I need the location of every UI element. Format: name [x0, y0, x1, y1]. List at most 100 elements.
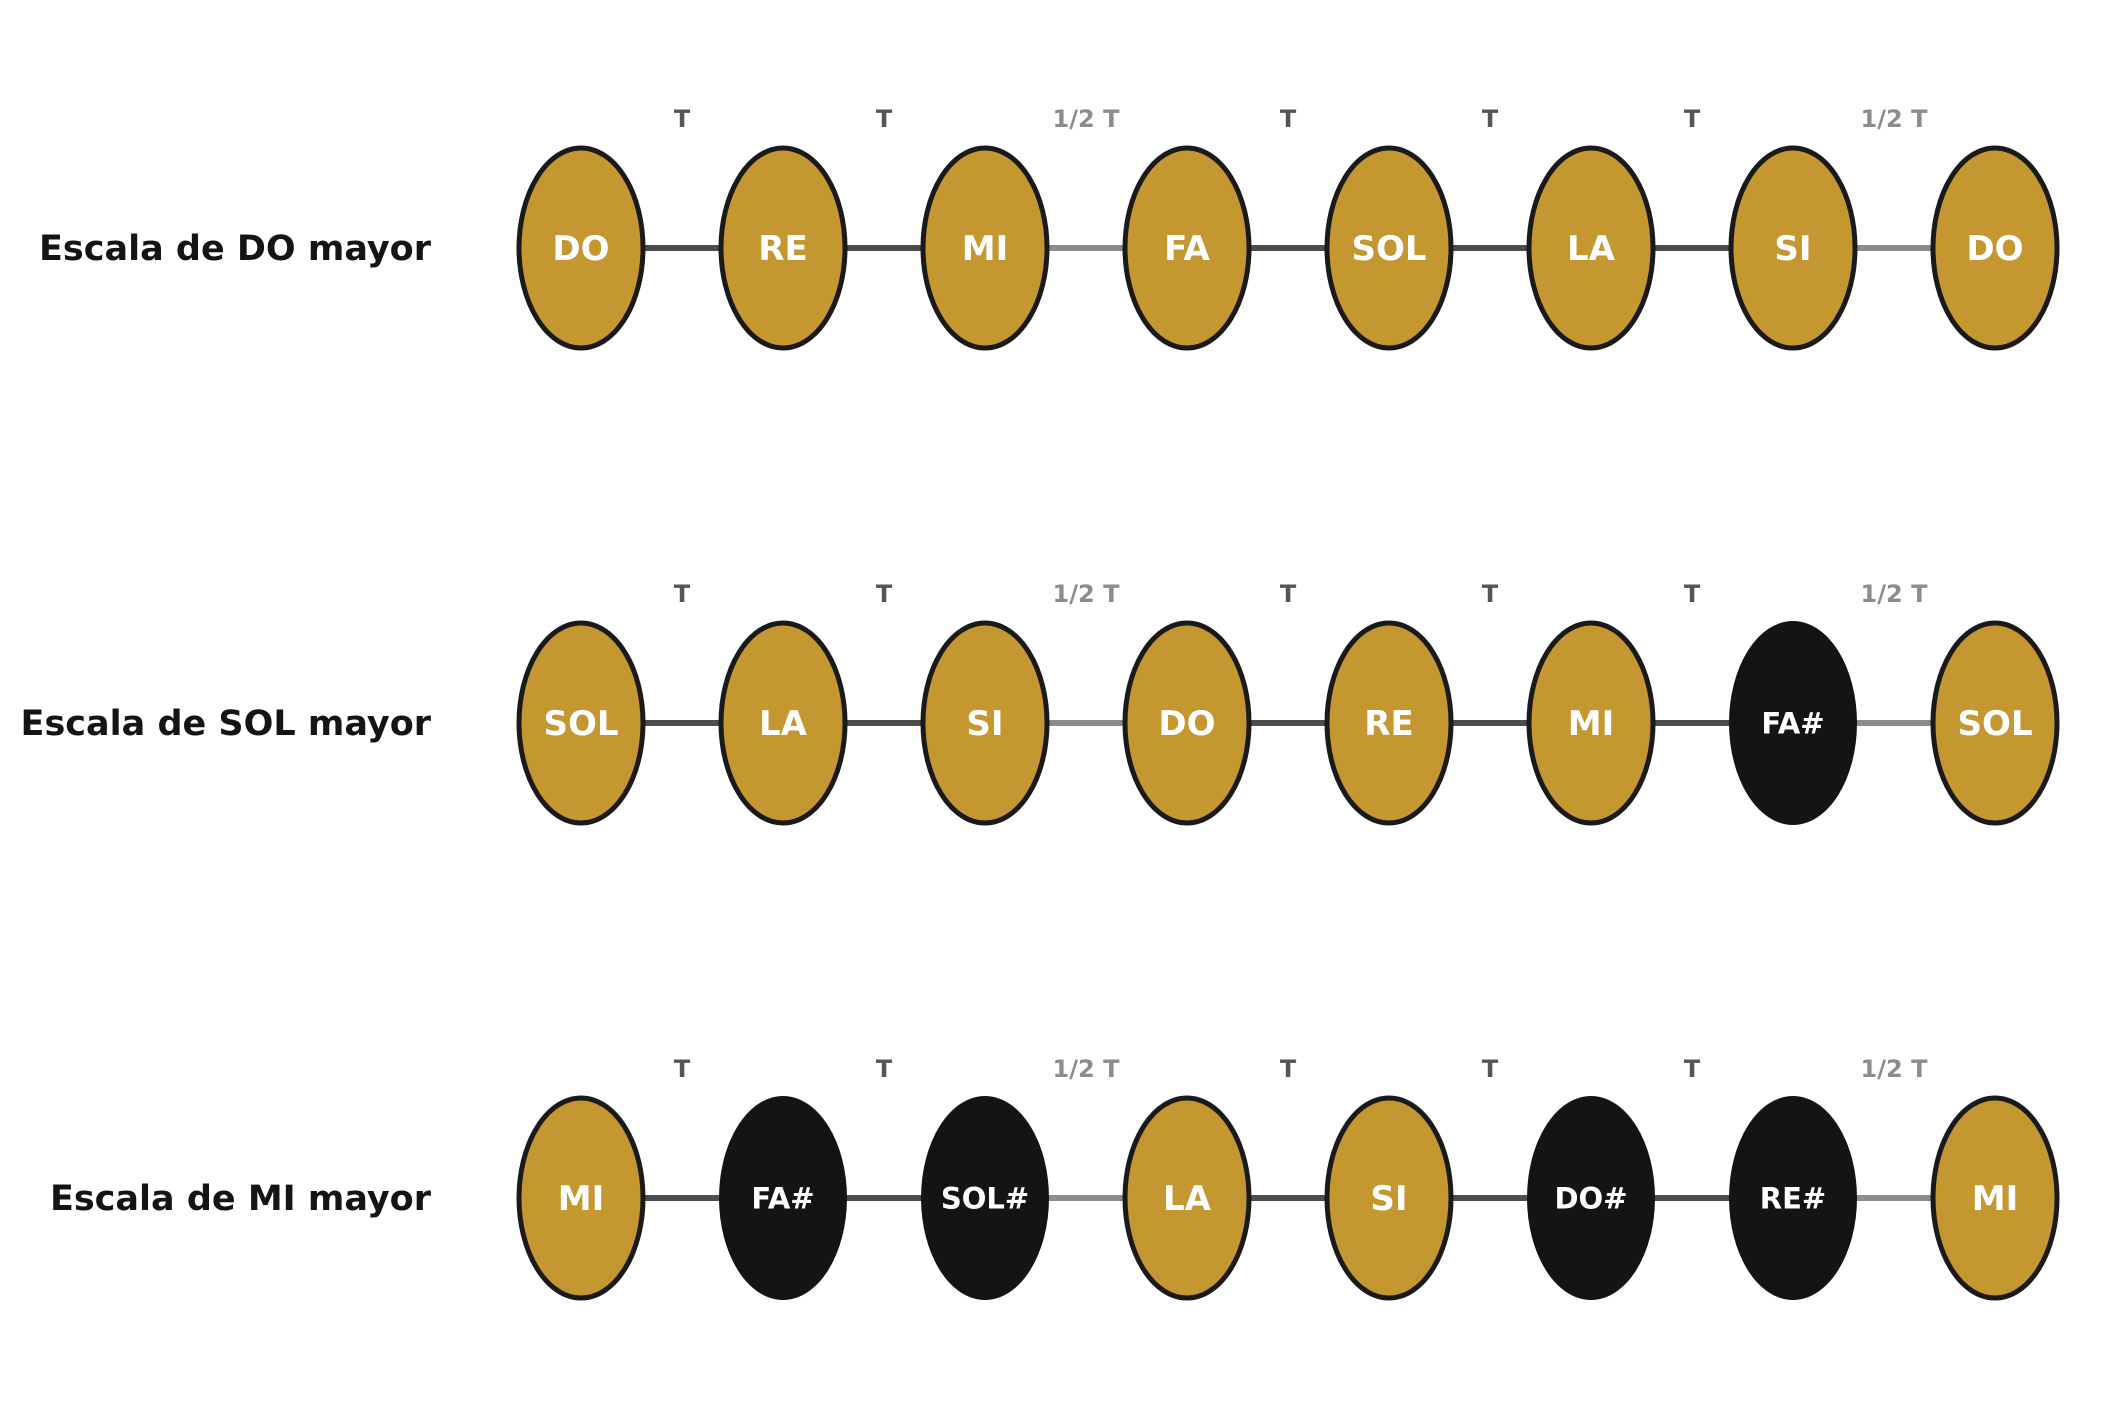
natural-note-ellipse: [1324, 1095, 1454, 1301]
natural-note-ellipse: [1526, 145, 1656, 351]
interval-label: T: [1684, 580, 1701, 608]
note-node: DO: [1122, 620, 1252, 826]
note-node: LA: [718, 620, 848, 826]
interval-label: T: [1482, 580, 1499, 608]
note-node: SI: [1324, 1095, 1454, 1301]
scale-title: Escala de DO mayor: [39, 229, 432, 269]
note-label: SOL: [1957, 704, 2032, 744]
natural-note-ellipse: [516, 1095, 646, 1301]
note-label: DO: [1158, 704, 1215, 744]
note-node: RE: [718, 145, 848, 351]
note-label: LA: [1163, 1179, 1212, 1219]
note-label: LA: [759, 704, 808, 744]
note-node: SI: [1728, 145, 1858, 351]
natural-note-ellipse: [718, 145, 848, 351]
note-node: FA#: [719, 1096, 847, 1300]
note-label: SI: [1370, 1179, 1407, 1219]
note-label: SOL: [543, 704, 618, 744]
interval-label: 1/2 T: [1861, 105, 1929, 133]
natural-note-ellipse: [718, 620, 848, 826]
interval-label: T: [1280, 580, 1297, 608]
natural-note-ellipse: [1728, 145, 1858, 351]
natural-note-ellipse: [1930, 145, 2060, 351]
natural-note-ellipse: [1324, 620, 1454, 826]
scale-title: Escala de SOL mayor: [21, 704, 432, 744]
note-node: RE#: [1729, 1096, 1857, 1300]
natural-note-ellipse: [1930, 1095, 2060, 1301]
accidental-note-ellipse: [1729, 621, 1857, 825]
note-label: SOL#: [941, 1181, 1029, 1215]
note-label: SI: [1774, 229, 1811, 269]
note-label: FA: [1164, 229, 1210, 269]
interval-label: T: [1280, 105, 1297, 133]
note-node: SOL#: [921, 1096, 1049, 1300]
note-node: MI: [920, 145, 1050, 351]
accidental-note-ellipse: [1527, 1096, 1655, 1300]
interval-label: T: [1684, 105, 1701, 133]
natural-note-ellipse: [1930, 620, 2060, 826]
natural-note-ellipse: [920, 145, 1050, 351]
accidental-note-ellipse: [921, 1096, 1049, 1300]
note-label: FA#: [751, 1181, 814, 1215]
interval-label: T: [876, 1055, 893, 1083]
note-label: MI: [962, 229, 1008, 269]
interval-label: T: [876, 105, 893, 133]
note-label: SOL: [1351, 229, 1426, 269]
note-node: MI: [516, 1095, 646, 1301]
interval-label: T: [674, 105, 691, 133]
interval-label: T: [1482, 1055, 1499, 1083]
natural-note-ellipse: [516, 145, 646, 351]
interval-label: 1/2 T: [1861, 1055, 1929, 1083]
note-label: RE: [758, 229, 807, 269]
interval-label: T: [1280, 1055, 1297, 1083]
note-node: MI: [1930, 1095, 2060, 1301]
interval-label: T: [1482, 105, 1499, 133]
scale-row: Escala de SOL mayor T T 1/2 T T T T 1/2 T SOL LA S…: [21, 580, 2060, 826]
note-label: RE: [1364, 704, 1413, 744]
note-node: FA#: [1729, 621, 1857, 825]
note-node: DO#: [1527, 1096, 1655, 1300]
natural-note-ellipse: [1122, 1095, 1252, 1301]
interval-label: T: [876, 580, 893, 608]
note-label: FA#: [1761, 706, 1824, 740]
note-node: SOL: [1930, 620, 2060, 826]
note-node: MI: [1526, 620, 1656, 826]
scale-row: Escala de DO mayor T T 1/2 T T T T 1/2 T DO RE MI F…: [39, 105, 2060, 351]
note-node: DO: [1930, 145, 2060, 351]
note-node: LA: [1526, 145, 1656, 351]
scale-title: Escala de MI mayor: [50, 1179, 432, 1219]
natural-note-ellipse: [920, 620, 1050, 826]
note-label: RE#: [1760, 1181, 1826, 1215]
interval-label: T: [674, 1055, 691, 1083]
natural-note-ellipse: [1122, 620, 1252, 826]
note-label: DO: [552, 229, 609, 269]
note-node: FA: [1122, 145, 1252, 351]
interval-label: T: [674, 580, 691, 608]
note-node: LA: [1122, 1095, 1252, 1301]
natural-note-ellipse: [1122, 145, 1252, 351]
note-node: SI: [920, 620, 1050, 826]
interval-label: 1/2 T: [1861, 580, 1929, 608]
scale-row: Escala de MI mayor T T 1/2 T T T T 1/2 T MI FA# SO…: [50, 1055, 2060, 1301]
note-node: SOL: [516, 620, 646, 826]
note-label: DO#: [1554, 1181, 1627, 1215]
interval-label: 1/2 T: [1053, 580, 1121, 608]
note-label: DO: [1966, 229, 2023, 269]
natural-note-ellipse: [1324, 145, 1454, 351]
note-label: MI: [558, 1179, 604, 1219]
note-node: SOL: [1324, 145, 1454, 351]
note-label: SI: [966, 704, 1003, 744]
note-label: MI: [1972, 1179, 2018, 1219]
interval-label: T: [1684, 1055, 1701, 1083]
note-node: DO: [516, 145, 646, 351]
accidental-note-ellipse: [1729, 1096, 1857, 1300]
interval-label: 1/2 T: [1053, 105, 1121, 133]
accidental-note-ellipse: [719, 1096, 847, 1300]
note-node: RE: [1324, 620, 1454, 826]
note-label: LA: [1567, 229, 1616, 269]
interval-label: 1/2 T: [1053, 1055, 1121, 1083]
note-label: MI: [1568, 704, 1614, 744]
natural-note-ellipse: [516, 620, 646, 826]
